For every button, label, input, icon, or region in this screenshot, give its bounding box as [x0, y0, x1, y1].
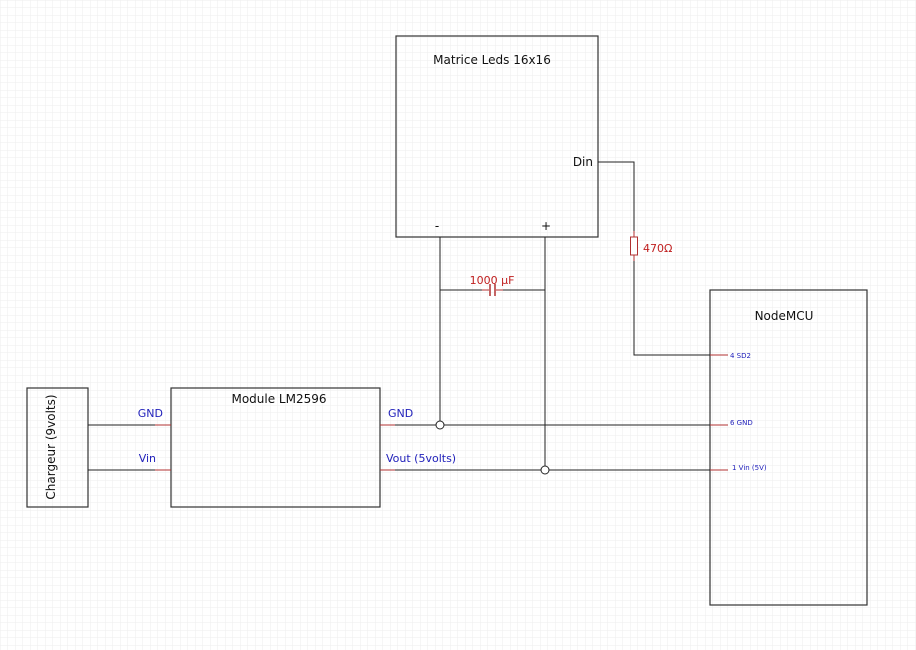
junction-vout: [540, 465, 550, 475]
matrix-din-label: Din: [573, 155, 593, 169]
nodemcu-component[interactable]: NodeMCU 4 SD2 6 GND 1 Vin (5V): [709, 289, 868, 606]
led-matrix-component[interactable]: Matrice Leds 16x16 Din - +: [395, 35, 599, 238]
resistor-label: 470Ω: [643, 242, 672, 255]
charger-component[interactable]: Chargeur (9volts): [26, 387, 89, 508]
matrix-plus-label: +: [541, 219, 551, 233]
nodemcu-title: NodeMCU: [755, 309, 814, 323]
module-gnd-in-label: GND: [138, 407, 163, 420]
wires: [88, 161, 728, 475]
capacitor-label: 1000 µF: [470, 274, 515, 287]
charger-title: Chargeur (9volts): [44, 394, 58, 499]
module-vout-label: Vout (5volts): [386, 452, 456, 465]
module-gnd-out-label: GND: [388, 407, 413, 420]
matrix-minus-label: -: [435, 219, 439, 233]
nodemcu-sd2-label: 4 SD2: [730, 352, 751, 360]
module-vin-label: Vin: [139, 452, 156, 465]
nodemcu-gnd-label: 6 GND: [730, 419, 753, 427]
nodemcu-vin-label: 1 Vin (5V): [732, 464, 767, 472]
resistor-component[interactable]: 470Ω: [630, 231, 673, 261]
lm2596-module-component[interactable]: Module LM2596 GND Vin GND Vout (5volts): [138, 387, 456, 508]
module-title: Module LM2596: [231, 392, 326, 406]
capacitor-component[interactable]: 1000 µF: [470, 274, 515, 296]
junction-gnd: [435, 420, 445, 430]
matrix-title: Matrice Leds 16x16: [433, 53, 551, 67]
